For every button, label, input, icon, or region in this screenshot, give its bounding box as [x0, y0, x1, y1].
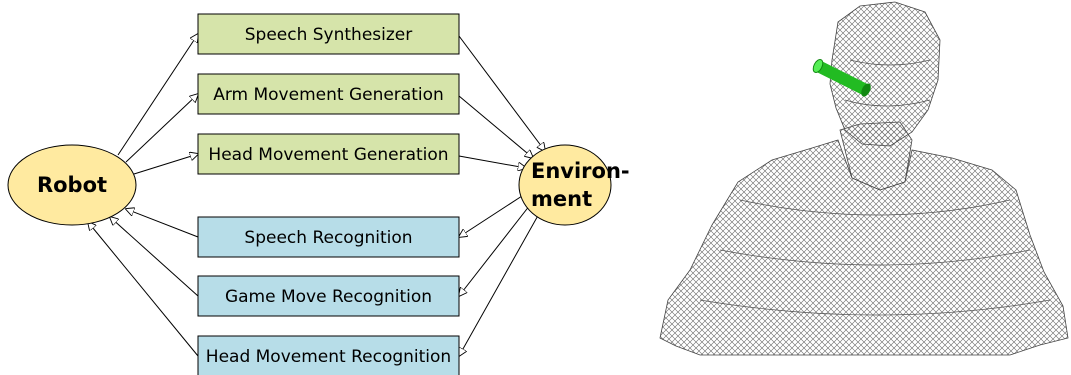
output-module-label: Speech Synthesizer [245, 25, 413, 45]
input-module-speech-rec: Speech Recognition [197, 216, 460, 258]
torso-mesh [659, 139, 1069, 356]
env-to-input-arrows [459, 195, 541, 356]
architecture-diagram: Speech Synthesizer Arm Movement Generati… [7, 13, 630, 375]
output-module-box [197, 73, 460, 115]
arrow-head-rec-robot [88, 222, 199, 357]
pointer-end [861, 83, 871, 97]
head-direction-pointer [812, 59, 871, 97]
output-module-label: Head Movement Generation [208, 145, 448, 165]
output-to-env-arrows [458, 35, 545, 168]
output-module-speech-synth: Speech Synthesizer [197, 13, 460, 55]
input-to-robot-arrows [88, 209, 199, 357]
pointer-cap [812, 59, 824, 73]
input-module-head-rec: Head Movement Recognition [197, 335, 460, 375]
input-module-box [197, 275, 460, 317]
arrow-speech-synth-env [458, 35, 545, 151]
input-module-game-rec: Game Move Recognition [197, 275, 460, 317]
input-module-box [197, 216, 460, 258]
robot-node: Robot [7, 144, 137, 226]
arrow-env-speech-rec [459, 195, 523, 237]
arrow-game-rec-robot [110, 217, 199, 297]
environment-label-line1: Environ- [531, 159, 630, 183]
output-module-arm-gen: Arm Movement Generation [197, 73, 460, 115]
point-cloud-image [659, 1, 1069, 356]
robot-to-output-arrows [117, 34, 198, 175]
environment-label-line2: ment [531, 187, 592, 211]
arrow-env-head-rec [459, 211, 541, 356]
input-module-label: Speech Recognition [244, 228, 412, 248]
robot-label: Robot [37, 173, 107, 197]
output-module-label: Arm Movement Generation [213, 85, 444, 105]
arrow-robot-head-gen [133, 154, 198, 175]
arrow-robot-arm-gen [125, 94, 198, 163]
input-module-box [197, 335, 460, 375]
arrow-head-gen-env [458, 155, 526, 168]
robot-ellipse [7, 144, 137, 226]
input-module-label: Game Move Recognition [225, 287, 432, 307]
arrow-arm-gen-env [458, 95, 533, 158]
environment-ellipse [518, 144, 612, 226]
pointer-cylinder [815, 60, 869, 96]
arrow-robot-speech-synth [117, 34, 198, 156]
environment-node: Environ- ment [518, 144, 630, 226]
arrow-speech-rec-robot [126, 209, 199, 238]
body-contours [699, 59, 1051, 316]
arrow-env-game-rec [459, 204, 531, 296]
output-module-head-gen: Head Movement Generation [197, 133, 460, 175]
head-mesh [829, 1, 941, 147]
input-module-label: Head Movement Recognition [206, 347, 451, 367]
output-module-box [197, 133, 460, 175]
output-module-box [197, 13, 460, 55]
